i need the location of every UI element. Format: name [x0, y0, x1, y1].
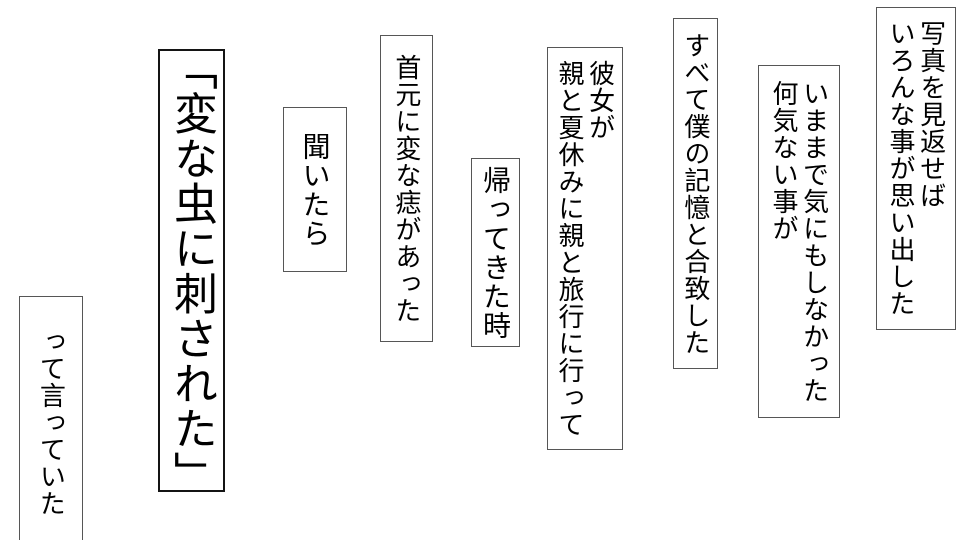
vertical-text: いままで気にもしなかった 何気ない事が — [768, 79, 830, 404]
text-line: 親と夏休みに親と旅行に行って — [555, 59, 585, 438]
text-line: いままで気にもしなかった — [799, 79, 830, 404]
text-box-bug-bite-quote: 「変な虫に刺された」 — [158, 46, 225, 496]
text-line: 首元に変な痣があった — [391, 53, 422, 324]
vertical-text: 写真を見返せば いろんな事が思い出した — [885, 20, 947, 317]
text-line: って言っていた — [36, 327, 67, 517]
text-line: 聞いたら — [299, 131, 331, 248]
text-box-unnoticed: いままで気にもしなかった 何気ない事が — [758, 65, 840, 418]
text-box-photos: 写真を見返せば いろんな事が思い出した — [876, 7, 956, 330]
text-line: 写真を見返せば — [916, 20, 947, 209]
vertical-text: って言っていた — [36, 327, 67, 517]
text-box-memory-match: すべて僕の記憶と合致した — [673, 18, 718, 369]
vertical-text: 帰ってきた時 — [479, 166, 512, 340]
text-line: 「変な虫に刺された」 — [167, 45, 216, 496]
text-box-asked: 聞いたら — [283, 107, 347, 272]
text-line: いろんな事が思い出した — [886, 20, 916, 317]
text-line: 帰ってきた時 — [480, 165, 512, 340]
vertical-text: 彼女が 親と夏休みに親と旅行に行って — [554, 59, 616, 438]
vertical-text: すべて僕の記憶と合致した — [680, 32, 711, 356]
text-line: 彼女が — [585, 59, 616, 141]
vertical-text: 聞いたら — [298, 132, 331, 248]
text-box-neck-mark: 首元に変な痣があった — [380, 35, 433, 342]
text-line: 何気ない事が — [769, 79, 799, 242]
text-box-summer-trip: 彼女が 親と夏休みに親と旅行に行って — [547, 47, 623, 450]
vertical-text: 「変な虫に刺された」 — [164, 46, 219, 496]
vertical-text: 首元に変な痣があった — [391, 54, 422, 324]
text-line: すべて僕の記憶と合致した — [680, 31, 711, 356]
text-box-return: 帰ってきた時 — [471, 158, 520, 347]
text-box-she-said: って言っていた — [19, 296, 83, 540]
